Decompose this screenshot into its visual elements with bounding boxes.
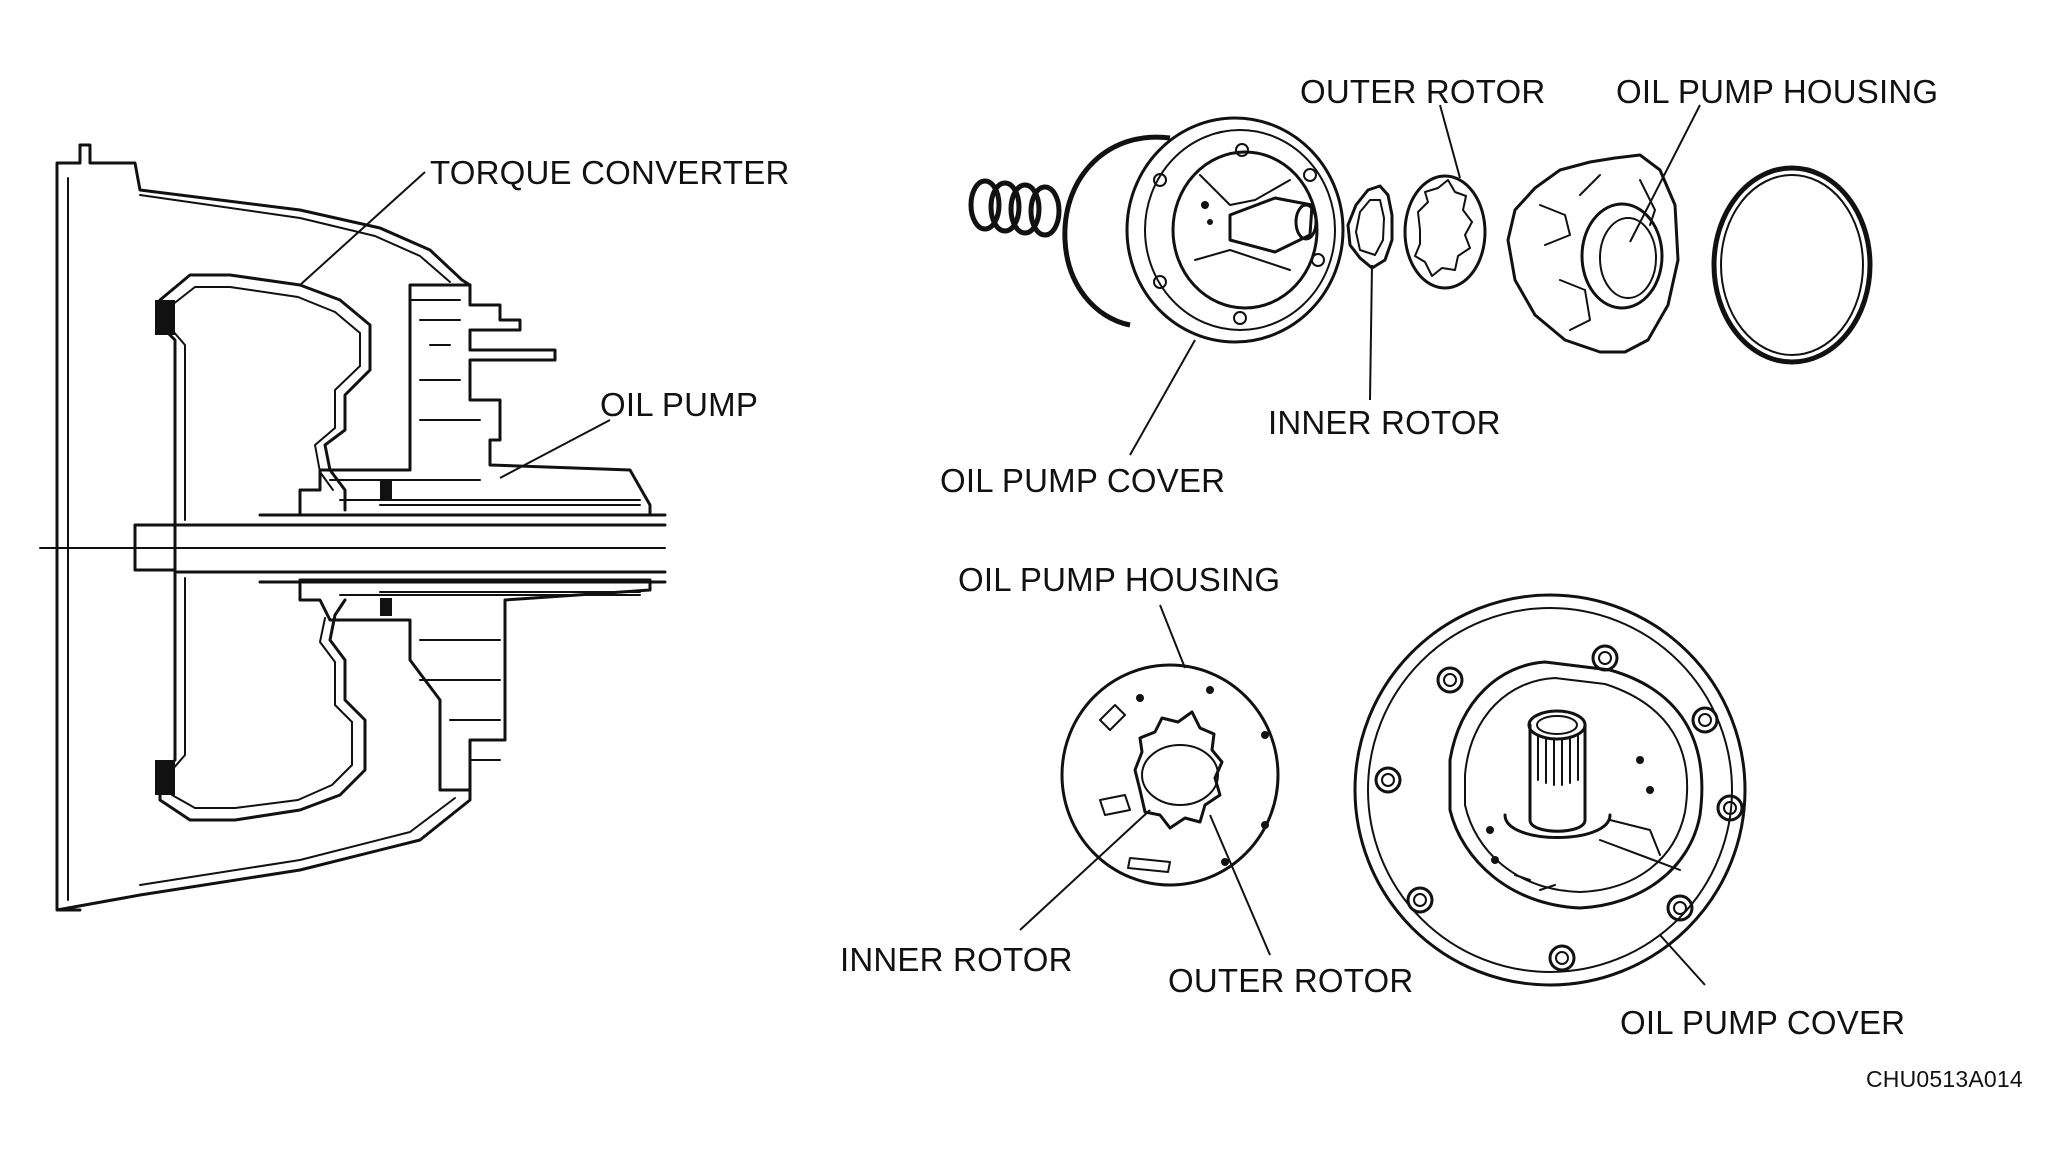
cross-section-view <box>39 143 667 912</box>
leader-torque-converter <box>299 171 426 286</box>
label-oil-pump-cover-bottom: OIL PUMP COVER <box>1620 1004 1906 1041</box>
input-shaft <box>173 513 667 584</box>
label-torque-converter: TORQUE CONVERTER <box>430 154 790 191</box>
seal-ring-arc <box>1062 134 1171 328</box>
leader-lines <box>299 104 1706 986</box>
figure-code: CHU0513A014 <box>1866 1066 2023 1092</box>
oil-pump-cover-exploded <box>1125 116 1345 344</box>
leader-housing-top <box>1629 104 1701 243</box>
label-oil-pump-housing-top: OIL PUMP HOUSING <box>1616 73 1939 110</box>
transmission-housing <box>55 143 472 912</box>
oil-pump-housing-exploded <box>1506 153 1680 354</box>
o-ring-inner <box>1720 174 1864 356</box>
housing-inner-wall <box>67 177 451 901</box>
label-outer-rotor-bottom: OUTER ROTOR <box>1168 962 1414 999</box>
label-inner-rotor-bottom: INNER ROTOR <box>840 941 1073 978</box>
seal-mark <box>380 480 392 500</box>
outer-rotor-exploded <box>1403 174 1487 290</box>
exploded-view <box>968 116 1873 365</box>
hub-nut <box>133 523 177 572</box>
inner-rotor-exploded <box>1346 184 1394 270</box>
housing-inner-wall-lower <box>139 797 456 886</box>
seal-mark <box>380 598 392 616</box>
pump-body-lower <box>298 578 652 792</box>
spring <box>968 178 1062 238</box>
pump-body-lower-detail <box>339 594 641 761</box>
assembled-view <box>1060 593 1747 987</box>
torque-converter-upper <box>158 273 372 527</box>
label-inner-rotor-top: INNER ROTOR <box>1268 404 1501 441</box>
shaft-sleeve <box>379 504 641 593</box>
leader-outer-rotor-bottom <box>1209 814 1271 956</box>
leader-inner-rotor-bottom <box>1019 809 1151 931</box>
o-ring <box>1711 165 1873 365</box>
bolt-holes <box>1374 644 1744 972</box>
pump-body-upper <box>298 283 652 517</box>
torque-converter-upper-inner <box>171 286 361 521</box>
label-oil-pump: OIL PUMP <box>600 386 759 423</box>
bolt <box>155 760 175 795</box>
pump-body-detail <box>329 299 641 501</box>
label-oil-pump-housing-bottom: OIL PUMP HOUSING <box>958 561 1281 598</box>
oil-pump-housing-assembled <box>1060 663 1280 887</box>
label-oil-pump-cover-top: OIL PUMP COVER <box>940 462 1226 499</box>
bolt <box>155 300 175 335</box>
oil-pump-cover-assembled <box>1353 593 1747 987</box>
leader-cover-top <box>1129 339 1196 456</box>
label-outer-rotor-top: OUTER ROTOR <box>1300 73 1546 110</box>
leader-outer-rotor-top <box>1439 104 1461 179</box>
leader-inner-rotor-top <box>1369 264 1373 401</box>
leader-housing-bottom <box>1159 604 1186 669</box>
leader-cover-bottom <box>1659 934 1706 986</box>
leader-oil-pump <box>499 419 611 479</box>
